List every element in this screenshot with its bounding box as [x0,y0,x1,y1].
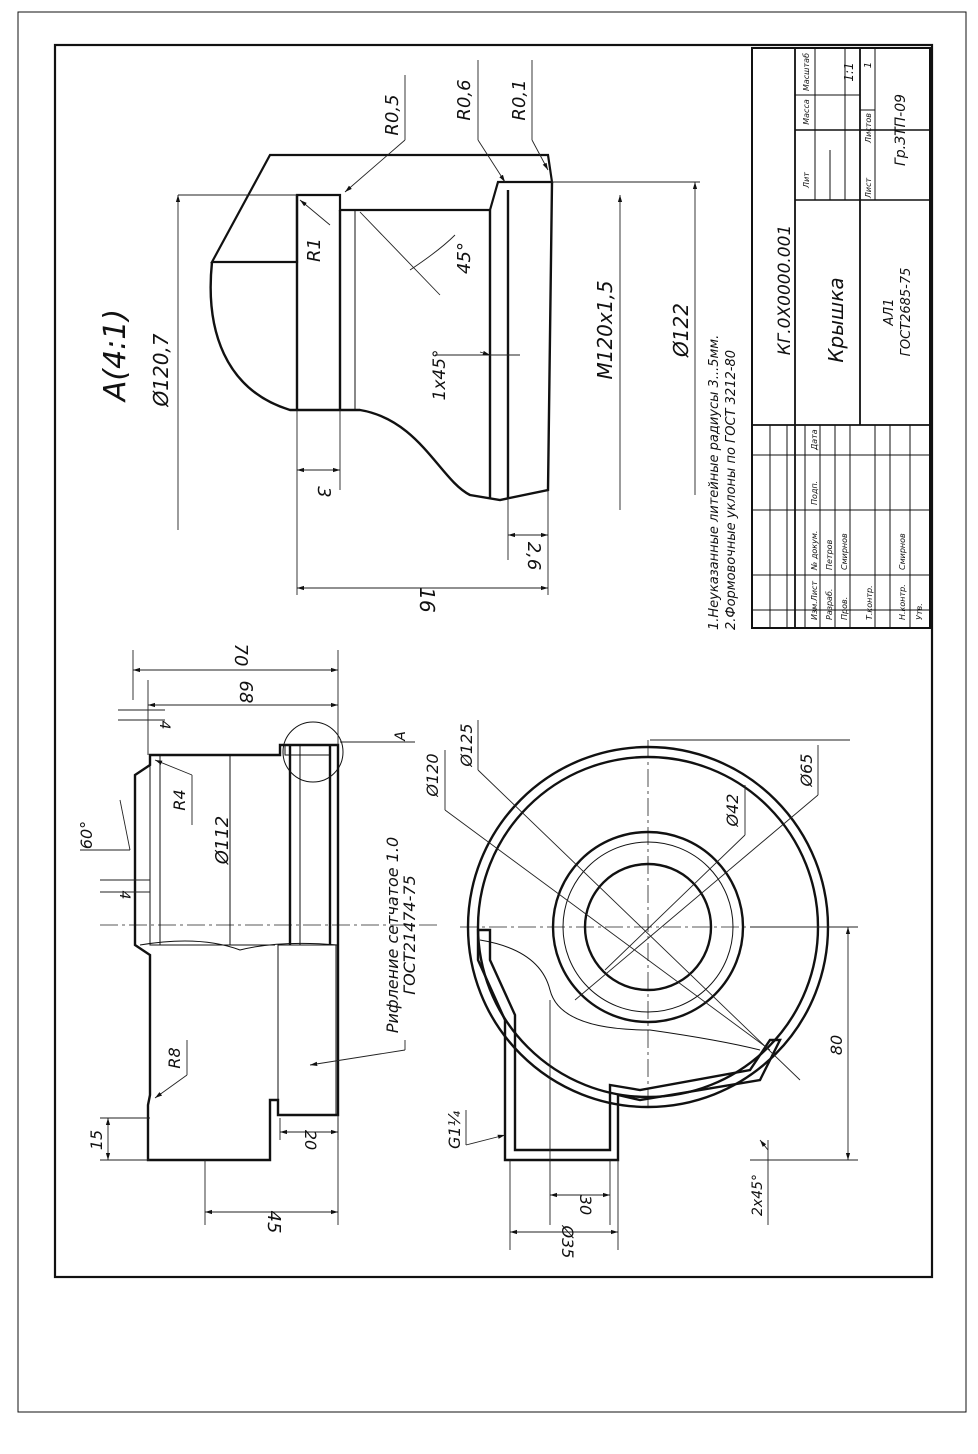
side-g-thread: G1¼ [445,1110,464,1149]
knurl-label-1: Рифление сетчатое 1.0 [383,837,402,1033]
side-d35: Ø35 [558,1225,577,1259]
detail-r01: R0,1 [509,79,530,120]
detail-label: A(4:1) [98,309,133,403]
detail-dim-3: 3 [313,486,334,497]
detail-r1: R1 [304,238,325,262]
tb-designation: КГ.0Х0000.001 [775,225,795,356]
circle-d65 [551,830,745,1024]
side-chamfer: 2x45° [750,1174,766,1216]
detail-body-outline [209,181,554,502]
detail-dia-122: Ø122 [669,303,693,358]
detail-view-a: A(4:1) R0,5 R0,6 R0,1 R1 45° 1x45° M120x… [98,60,700,613]
note-2: 2.Формовочные уклоны по ГОСТ 3212-80 [724,350,739,630]
side-d125: Ø125 [457,723,476,767]
tb-row-ndoc: № докум. [810,531,819,571]
knurl-label-2: ГОСТ21474-75 [400,875,419,994]
tb-material-2: ГОСТ2685-75 [899,268,914,357]
note-1: 1.Неуказанные литейные радиусы 3...5мм. [707,335,722,630]
tb-row-utv: Утв. [915,603,924,620]
side-d65: Ø65 [797,754,816,788]
front-dim-68: 68 [235,681,256,704]
detail-dim-26: 2,6 [523,542,544,571]
circle-d42 [583,862,713,992]
detail-chamfer: 1x45° [430,349,450,400]
tb-col-scale: Масштаб [802,53,811,91]
tb-scale-value: 1:1 [842,62,856,81]
detail-dia-1207: Ø120,7 [149,333,173,407]
front-r8: R8 [165,1047,184,1068]
detail-thread: M120x1,5 [593,280,617,379]
side-d120: Ø120 [423,753,442,797]
front-d112: Ø112 [212,816,233,866]
tb-petrov: Петров [825,539,834,570]
tb-row-prov: Пров. [840,597,849,620]
front-dim-4a: 4 [156,721,172,730]
tb-row-nkontr: Н.контр. [898,584,907,620]
tb-row-podp: Подп. [810,481,819,505]
title-block: КГ.0Х0000.001 Крышка АЛ1 ГОСТ2685-75 Гр.… [751,47,931,629]
tb-material-1: АЛ1 [882,299,897,327]
tb-row-izm: Изм.Лист [810,581,819,620]
side-view: Ø120 Ø125 Ø42 Ø65 80 G1¼ 30 Ø35 2x45° [423,720,858,1258]
tb-col-lit: Лит [802,172,811,189]
outer-frame [17,11,967,1413]
front-dim-15: 15 [87,1130,106,1150]
detail-marker-circle [282,721,344,783]
tb-col-mass: Масса [802,99,811,125]
tb-name: Крышка [824,277,848,362]
knurl-area [277,944,337,1116]
front-angle-60: 60° [77,821,96,849]
front-dim-45: 45 [263,1211,284,1234]
tb-row-razrab: Разраб. [825,589,834,620]
detail-angle-45: 45° [454,242,475,274]
tb-col-sheets: Листов [864,113,873,144]
tb-col-sheet: Лист [864,178,873,200]
detail-dim-16: 16 [415,587,439,612]
detail-r06: R0,6 [454,79,475,120]
detail-section-hatch [210,153,554,264]
detail-r05: R0,5 [382,94,403,135]
tb-row-tkontr: Т.контр. [865,585,874,620]
drawing-frame [53,43,934,1279]
front-view: А 70 68 4 4 60° R4 Ø112 R8 Рифление сетч… [77,644,440,1234]
tb-group: Гр.ЗТП-09 [893,94,909,166]
side-dim-80: 80 [827,1035,846,1055]
tb-row-data: Дата [810,429,819,451]
front-outline [133,743,340,1162]
front-r4: R4 [170,789,189,810]
side-d42: Ø42 [723,794,742,828]
front-leader-a: А [393,731,409,742]
front-dim-70: 70 [230,644,251,667]
front-dim-20: 20 [301,1130,320,1150]
tb-sheets-value: 1 [863,62,874,68]
tb-smirnov-1: Смирнов [840,533,849,570]
front-dim-4b: 4 [116,891,132,900]
side-dim-30: 30 [576,1195,595,1215]
tb-smirnov-2: Смирнов [898,533,907,570]
